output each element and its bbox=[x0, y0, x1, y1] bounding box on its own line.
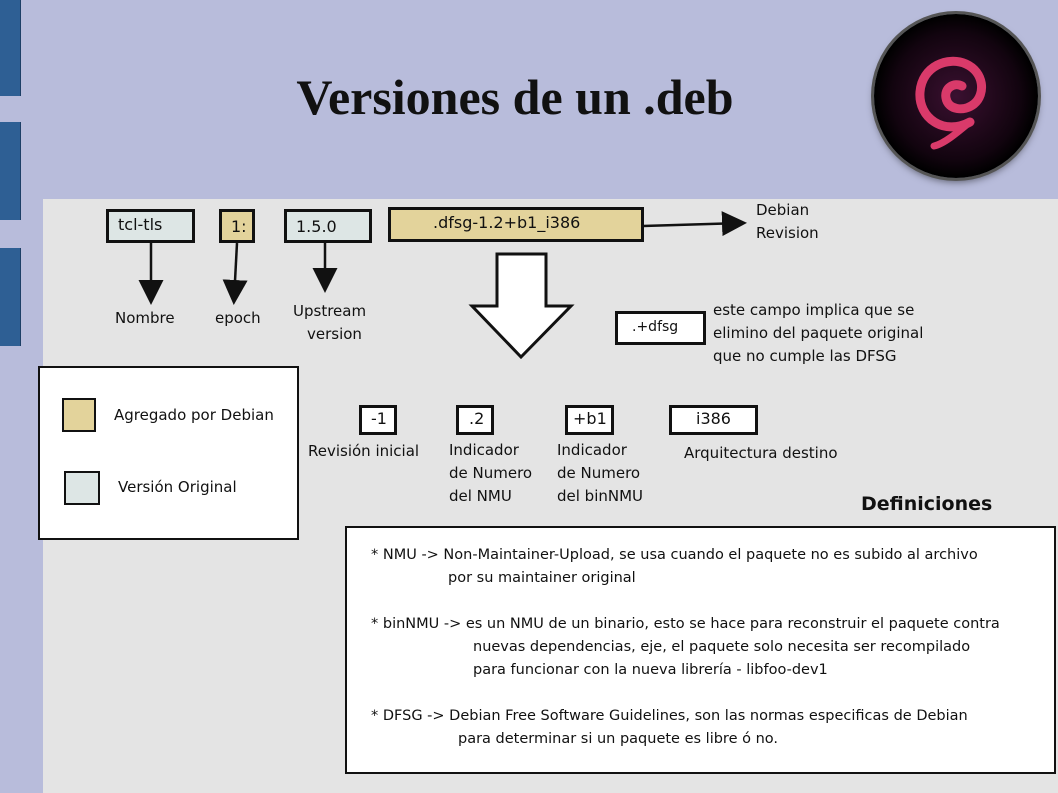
debian-logo-icon bbox=[874, 14, 1038, 178]
part-box-arch: i386 bbox=[669, 405, 758, 435]
epoch-label: epoch bbox=[215, 309, 261, 327]
part-box-revision: -1 bbox=[359, 405, 397, 435]
def-binnmu-line-2: nuevas dependencias, eje, el paquete sol… bbox=[473, 639, 971, 655]
definitions-heading: Definiciones bbox=[861, 493, 993, 515]
dfsg-note-line-3: que no cumple las DFSG bbox=[713, 347, 897, 365]
arrow-down-icon bbox=[222, 242, 248, 305]
upstream-value: 1.5.0 bbox=[296, 217, 337, 236]
slide-title: Versiones de un .deb bbox=[296, 69, 734, 125]
left-bar-2 bbox=[0, 122, 21, 220]
dfsg-note-line-2: elimino del paquete original bbox=[713, 324, 924, 342]
definitions-box: * NMU -> Non-Maintainer-Upload, se usa c… bbox=[345, 526, 1056, 774]
part-value-revision: -1 bbox=[371, 409, 387, 428]
part-label-nmu-3: del NMU bbox=[449, 487, 512, 505]
def-binnmu-line-3: para funcionar con la nueva librería - l… bbox=[473, 662, 828, 678]
legend-debian-swatch bbox=[62, 398, 96, 432]
legend-original-swatch bbox=[64, 471, 100, 505]
upstream-label-2: version bbox=[307, 325, 362, 343]
def-dfsg-line-1: * DFSG -> Debian Free Software Guideline… bbox=[371, 708, 968, 724]
def-dfsg-line-2: para determinar si un paquete es libre ó… bbox=[458, 731, 778, 747]
part-label-nmu-2: de Numero bbox=[449, 464, 533, 482]
def-nmu-line-1: * NMU -> Non-Maintainer-Upload, se usa c… bbox=[371, 547, 978, 563]
debian-revision-label-2: Revision bbox=[756, 224, 819, 242]
part-box-binnmu: +b1 bbox=[565, 405, 614, 435]
legend-original-label: Versión Original bbox=[118, 478, 237, 496]
part-label-revision: Revisión inicial bbox=[308, 442, 420, 460]
def-binnmu-line-1: * binNMU -> es un NMU de un binario, est… bbox=[371, 616, 1000, 632]
legend-box: Agregado por Debian Versión Original bbox=[38, 366, 299, 540]
dfsg-note-line-1: este campo implica que se bbox=[713, 301, 915, 319]
epoch-value: 1: bbox=[231, 217, 247, 236]
left-bar-1 bbox=[0, 0, 21, 96]
debian-revision-value: .dfsg-1.2+b1_i386 bbox=[433, 213, 581, 232]
name-box: tcl-tls bbox=[106, 209, 195, 243]
name-label: Nombre bbox=[115, 309, 175, 327]
dfsg-value: .+dfsg bbox=[632, 319, 679, 335]
part-label-binnmu-1: Indicador bbox=[557, 441, 627, 459]
debian-revision-box: .dfsg-1.2+b1_i386 bbox=[388, 207, 644, 242]
upstream-label-1: Upstream bbox=[293, 302, 367, 320]
part-label-binnmu-3: del binNMU bbox=[557, 487, 644, 505]
def-nmu-line-2: por su maintainer original bbox=[448, 570, 636, 586]
legend-debian-label: Agregado por Debian bbox=[114, 406, 274, 424]
debian-revision-label-1: Debian bbox=[756, 201, 810, 219]
part-value-arch: i386 bbox=[696, 409, 731, 428]
part-value-nmu: .2 bbox=[469, 409, 485, 428]
name-value: tcl-tls bbox=[118, 215, 163, 234]
upstream-box: 1.5.0 bbox=[284, 209, 372, 243]
dfsg-box: .+dfsg bbox=[615, 311, 706, 345]
left-bar-3 bbox=[0, 248, 21, 346]
part-label-binnmu-2: de Numero bbox=[557, 464, 641, 482]
arrow-right-icon bbox=[642, 211, 747, 237]
part-label-nmu-1: Indicador bbox=[449, 441, 519, 459]
epoch-box: 1: bbox=[219, 209, 255, 243]
part-value-binnmu: +b1 bbox=[573, 409, 607, 428]
part-label-arch: Arquitectura destino bbox=[684, 444, 838, 462]
big-arrow-down-icon bbox=[468, 252, 575, 360]
part-box-nmu: .2 bbox=[456, 405, 494, 435]
